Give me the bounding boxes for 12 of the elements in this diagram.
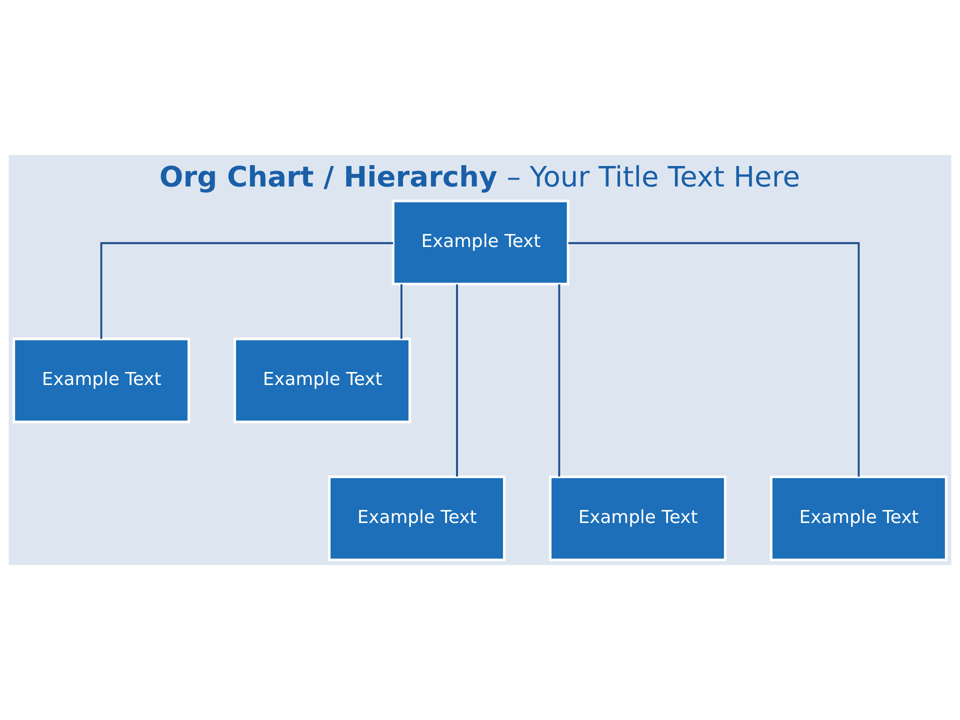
node-box: Example Text <box>392 200 570 286</box>
connector <box>400 284 402 339</box>
connector <box>456 284 458 477</box>
node-box: Example Text <box>233 338 412 424</box>
connector <box>568 242 860 477</box>
connector <box>100 242 394 339</box>
node-box: Example Text <box>12 338 190 424</box>
connector <box>558 284 560 477</box>
node-box: Example Text <box>770 476 948 562</box>
diagram-title: Org Chart / Hierarchy – Your Title Text Here <box>159 160 800 194</box>
node-box: Example Text <box>548 476 727 562</box>
node-box: Example Text <box>328 476 506 562</box>
